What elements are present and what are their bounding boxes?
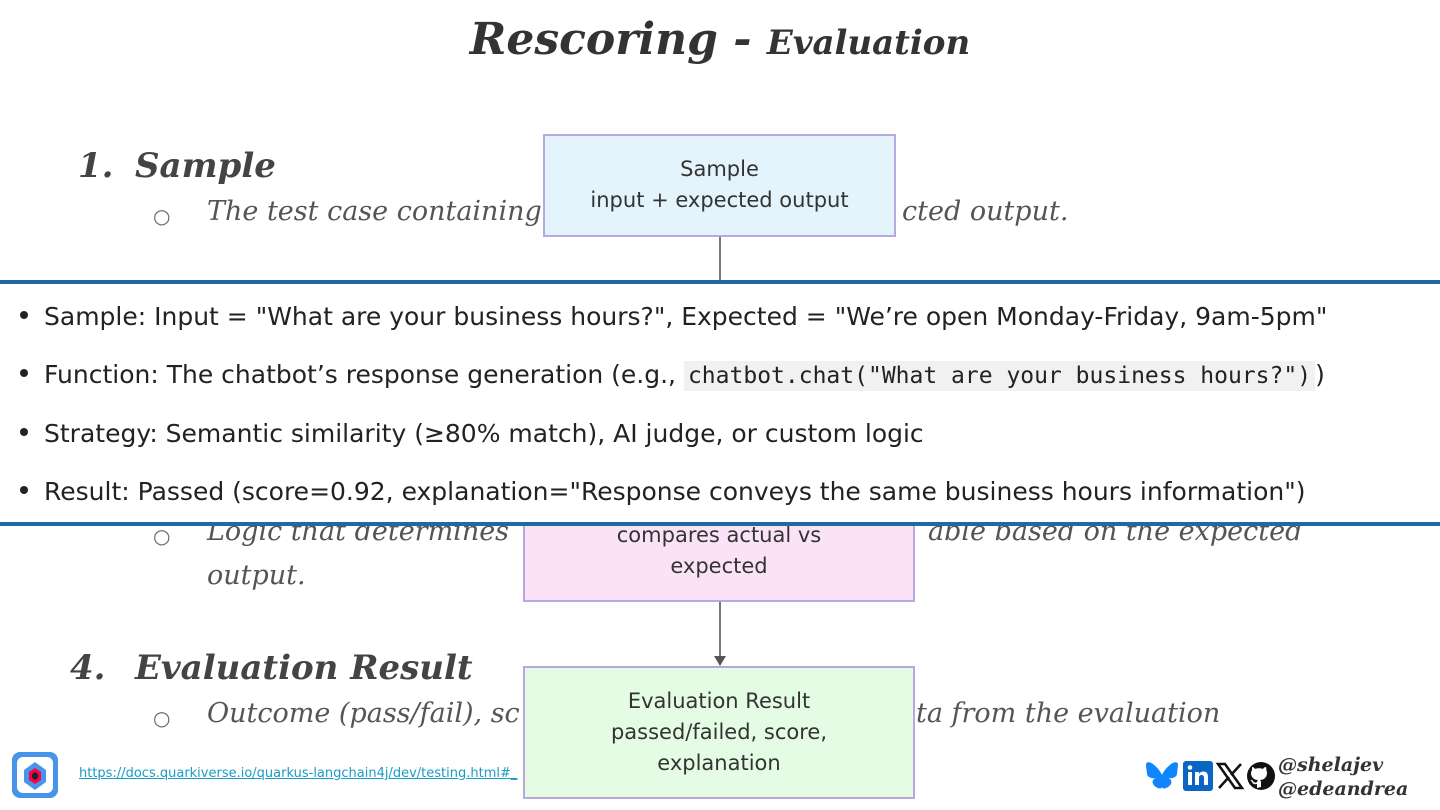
bullet-dot-icon [20, 486, 28, 494]
bullet-dot-icon [20, 369, 28, 377]
section-4-heading: Evaluation Result [135, 648, 473, 688]
overlay-label: Sample [44, 302, 138, 331]
bullet-dot-icon [20, 428, 28, 436]
overlay-code: chatbot.chat("What are your business hou… [683, 361, 1316, 391]
linkedin-icon[interactable] [1183, 761, 1213, 791]
flow-connector [719, 237, 721, 281]
section-4-number: 4. [70, 648, 106, 688]
overlay-text: : Semantic similarity (≥80% match), AI j… [149, 419, 924, 448]
overlay-row-sample: Sample: Input = "What are your business … [20, 302, 1327, 331]
sample-box-line2: input + expected output [590, 188, 849, 212]
docs-link[interactable]: https://docs.quarkiverse.io/quarkus-lang… [79, 766, 518, 781]
title-main: Rescoring - [469, 14, 767, 65]
overlay-text: : The chatbot’s response generation (e.g… [150, 360, 684, 389]
strategy-box-line1: compares actual vs [616, 523, 822, 547]
section-1-number: 1. [78, 146, 114, 186]
section-4-bullet: Outcome (pass/fail), sc [207, 698, 520, 729]
bullet-symbol: ○ [153, 204, 171, 228]
handle-edeandrea: @edeandrea [1278, 778, 1409, 800]
overlay-row-result: Result: Passed (score=0.92, explanation=… [20, 477, 1305, 506]
arrow-down-icon [714, 656, 726, 666]
slide-title: Rescoring - Evaluation [0, 14, 1440, 65]
section-1-bullet: The test case containing [207, 196, 542, 227]
x-icon[interactable] [1215, 761, 1245, 791]
result-box-line1: Evaluation Result [627, 689, 811, 713]
sample-box: Sample input + expected output [543, 134, 896, 237]
section-3-bullet-c: output. [207, 560, 306, 591]
result-box-line2: passed/failed, score, [610, 720, 828, 744]
bullet-dot-icon [20, 311, 28, 319]
quarkus-logo-icon [12, 752, 58, 798]
strategy-box-line2: expected [670, 554, 768, 578]
overlay-label: Function [44, 360, 151, 389]
section-1-heading: Sample [135, 146, 276, 186]
sample-box-line1: Sample [680, 157, 759, 181]
result-box-line3: explanation [657, 751, 781, 775]
overlay-label: Strategy [44, 419, 150, 448]
overlay-label: Result [44, 477, 122, 506]
github-icon[interactable] [1246, 761, 1276, 791]
bullet-symbol: ○ [153, 524, 171, 548]
section-4-bullet-tail: ta from the evaluation [916, 698, 1221, 729]
evaluation-result-box: Evaluation Result passed/failed, score, … [523, 666, 915, 799]
handle-shelajev: @shelajev [1278, 754, 1384, 776]
title-sub: Evaluation [766, 23, 971, 63]
overlay-text: : Input = "What are your business hours?… [137, 302, 1328, 331]
overlay-text: : Passed (score=0.92, explanation="Respo… [121, 477, 1306, 506]
section-1-bullet-tail: cted output. [902, 196, 1069, 227]
flow-connector [719, 602, 721, 656]
bullet-symbol: ○ [153, 706, 171, 730]
overlay-row-strategy: Strategy: Semantic similarity (≥80% matc… [20, 419, 924, 448]
overlay-row-function: Function: The chatbot’s response generat… [20, 360, 1325, 391]
overlay-text-tail: ) [1315, 360, 1325, 389]
example-overlay-panel: Sample: Input = "What are your business … [0, 280, 1440, 526]
bluesky-icon[interactable] [1146, 761, 1178, 791]
